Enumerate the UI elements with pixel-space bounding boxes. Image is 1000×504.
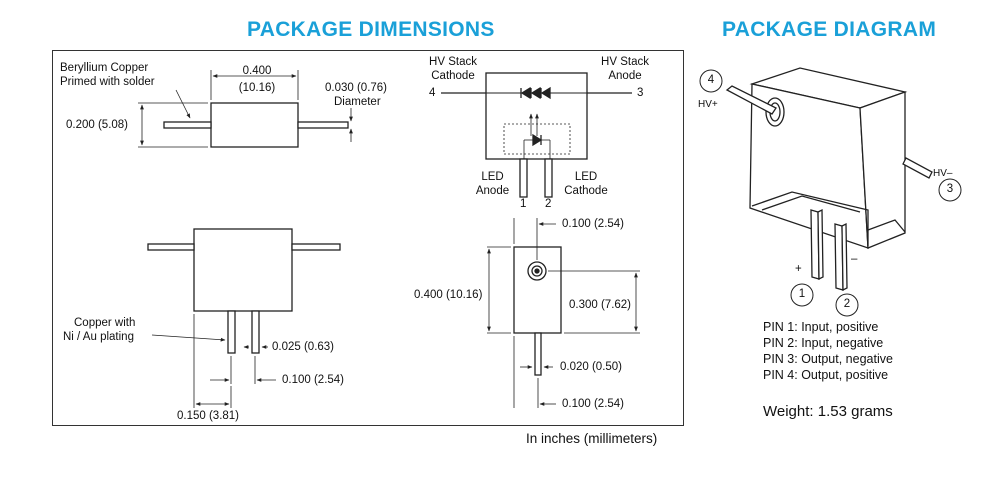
pin-width-label: 0.025 (0.63) bbox=[272, 341, 335, 353]
pin-list: PIN 1: Input, positive PIN 2: Input, neg… bbox=[763, 319, 893, 383]
hv-anode-label-1: HV Stack bbox=[601, 56, 649, 68]
lead-diameter-label: 0.030 (0.76) bbox=[325, 82, 388, 94]
units-note: In inches (millimeters) bbox=[526, 431, 658, 446]
plus-sign: + bbox=[795, 263, 802, 275]
schematic-pin-1: 1 bbox=[520, 198, 527, 210]
led-anode-label-1: LED bbox=[481, 171, 504, 183]
lead-diameter-note: Diameter bbox=[334, 96, 381, 108]
weight-label: Weight: 1.53 grams bbox=[763, 403, 893, 420]
diagram-pin-3: 3 bbox=[946, 183, 954, 195]
pin-span-label: 0.150 (3.81) bbox=[177, 410, 240, 422]
side-view bbox=[487, 218, 640, 408]
package-3d-drawing bbox=[699, 67, 962, 317]
pin-list-item: PIN 4: Output, positive bbox=[763, 368, 889, 382]
dimensions-frame bbox=[52, 50, 684, 426]
schematic-pin-2: 2 bbox=[545, 198, 552, 210]
pin-list-item: PIN 1: Input, positive bbox=[763, 320, 879, 334]
side-pin-width-label: 0.020 (0.50) bbox=[560, 361, 623, 373]
schematic-pin-4: 4 bbox=[429, 87, 436, 99]
lead-material-label: Beryllium Copper bbox=[60, 62, 149, 74]
front-view bbox=[147, 228, 341, 408]
side-height-label: 0.400 (10.16) bbox=[414, 289, 483, 301]
minus-sign: – bbox=[851, 253, 858, 265]
hv-plus-label: HV+ bbox=[698, 99, 718, 110]
pin-plating-label: Ni / Au plating bbox=[63, 331, 134, 343]
pin-list-item: PIN 2: Input, negative bbox=[763, 336, 884, 350]
body-length-label: 0.400 bbox=[242, 65, 272, 77]
led-cathode-label-2: Cathode bbox=[564, 185, 608, 197]
body-length-mm-label: (10.16) bbox=[238, 82, 276, 94]
led-anode-label-2: Anode bbox=[475, 185, 510, 197]
side-hole-height-label: 0.300 (7.62) bbox=[569, 299, 632, 311]
pin-pitch-label: 0.100 (2.54) bbox=[282, 374, 345, 386]
pin-material-label: Copper with bbox=[74, 317, 136, 329]
lead-finish-label: Primed with solder bbox=[60, 76, 155, 88]
schematic-pin-3: 3 bbox=[637, 87, 644, 99]
diagram-pin-2: 2 bbox=[843, 298, 851, 310]
led-cathode-label-1: LED bbox=[574, 171, 598, 183]
hv-cathode-label-2: Cathode bbox=[431, 70, 475, 82]
schematic-view bbox=[441, 72, 632, 198]
diagram-pin-4: 4 bbox=[707, 74, 715, 86]
package-diagram-heading: PACKAGE DIAGRAM bbox=[722, 18, 937, 41]
axial-top-view bbox=[138, 70, 353, 148]
diagram-pin-1: 1 bbox=[798, 288, 806, 300]
body-height-label: 0.200 (5.08) bbox=[66, 119, 129, 131]
hv-cathode-label-1: HV Stack bbox=[429, 56, 477, 68]
hv-anode-label-2: Anode bbox=[608, 70, 642, 82]
side-offset-label: 0.100 (2.54) bbox=[562, 218, 625, 230]
package-dimensions-heading: PACKAGE DIMENSIONS bbox=[247, 18, 495, 41]
pin-list-item: PIN 3: Output, negative bbox=[763, 352, 893, 366]
hv-minus-label: HV– bbox=[933, 168, 953, 179]
side-pin-offset-label: 0.100 (2.54) bbox=[562, 398, 625, 410]
